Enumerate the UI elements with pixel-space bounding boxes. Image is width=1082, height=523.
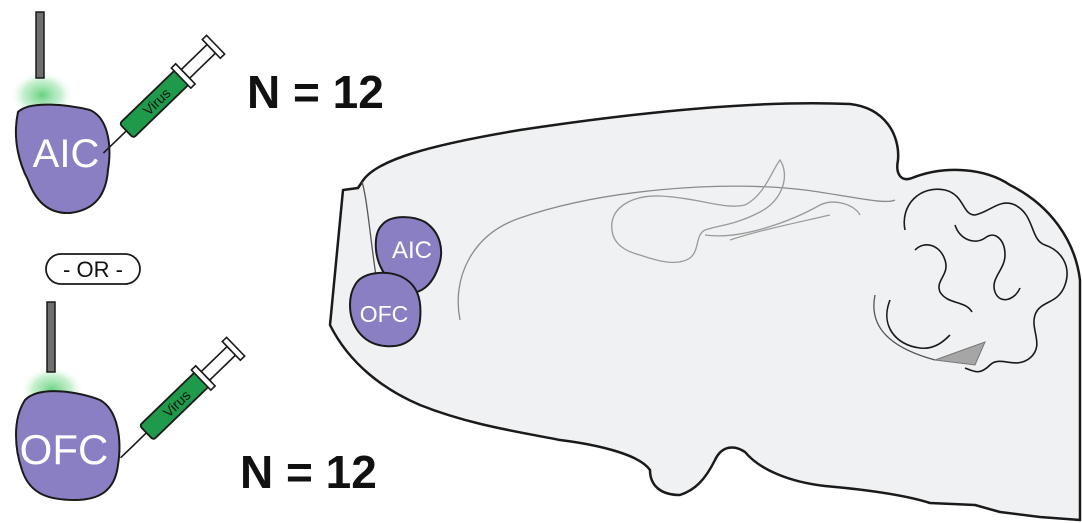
brain-ofc-region (348, 271, 422, 348)
inner-cortex-line (457, 185, 896, 321)
or-pill (45, 253, 141, 285)
or-label: - OR - (63, 257, 123, 282)
bottom-syringe-icon: Virus (119, 336, 246, 459)
top-syringe-icon: Virus (102, 34, 226, 154)
bottom-n-label: N = 12 (240, 446, 377, 498)
cerebellum-folia (886, 188, 1068, 373)
hippocampus-outline (611, 158, 786, 264)
hippocampus-inner-line (704, 201, 861, 237)
aic-panel: AIC Virus N = 12 (10, 11, 384, 215)
top-aic-region (14, 103, 111, 215)
or-separator: - OR - (45, 253, 141, 285)
brain-aic-label: AIC (392, 237, 432, 264)
ofc-panel: OFC Virus N = 12 (15, 301, 377, 502)
sagittal-brain-illustration: AIC OFC (328, 102, 1082, 522)
brain-outline (328, 102, 1082, 522)
ventricle-wedge (934, 341, 986, 366)
top-aic-label: AIC (33, 132, 100, 176)
bottom-ofc-label: OFC (20, 426, 109, 473)
bottom-optic-fiber-icon (46, 301, 56, 373)
brainstem-line (729, 214, 831, 241)
top-n-label: N = 12 (247, 66, 384, 118)
top-optic-fiber-icon (35, 11, 45, 79)
pons-line (873, 294, 936, 361)
bottom-ofc-region (15, 390, 121, 502)
brain-ofc-label: OFC (360, 301, 409, 327)
